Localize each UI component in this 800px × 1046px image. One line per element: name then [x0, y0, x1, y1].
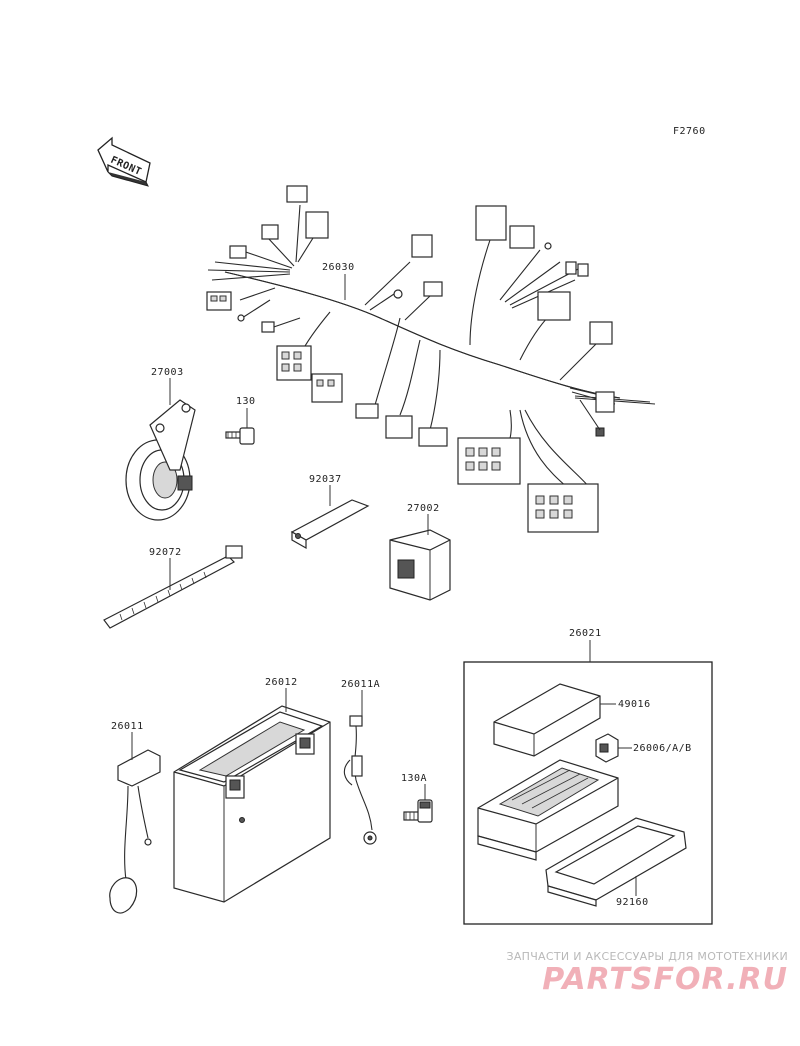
figure-code: F2760 [673, 126, 706, 137]
callout-27002: 27002 [407, 503, 440, 514]
callout-26006: 26006/A/B [633, 743, 692, 754]
watermark: ЗАПЧАСТИ И АКСЕССУАРЫ ДЛЯ МОТОТЕХНИКИ PA… [506, 950, 788, 997]
wiring-harness-26030 [206, 185, 656, 533]
fuse-box-group-frame [463, 661, 713, 925]
callout-49016: 49016 [618, 699, 651, 710]
callout-27003: 27003 [151, 367, 184, 378]
callout-26021: 26021 [569, 628, 602, 639]
terminal-boot-26011 [109, 749, 161, 914]
callout-92037: 92037 [309, 474, 342, 485]
callout-26011: 26011 [111, 721, 144, 732]
callout-26011A: 26011A [341, 679, 380, 690]
bolt-130A [403, 799, 433, 823]
relay-27002 [389, 529, 451, 601]
battery-cable-26011A [343, 715, 377, 845]
plate-92037 [290, 499, 370, 550]
watermark-tagline: ЗАПЧАСТИ И АКСЕССУАРЫ ДЛЯ МОТОТЕХНИКИ [506, 950, 788, 963]
battery-26012 [173, 705, 331, 903]
callout-130: 130 [236, 396, 256, 407]
callout-130A: 130A [401, 773, 427, 784]
callout-26012: 26012 [265, 677, 298, 688]
horn-27003 [125, 399, 196, 521]
front-arrow-icon: FRONT [97, 136, 151, 187]
fuse-box-tray-92160 [545, 817, 687, 907]
fuse-box-cover-49016 [493, 683, 601, 757]
watermark-logo: PARTSFOR.RU [542, 962, 788, 997]
callout-26030: 26030 [322, 262, 355, 273]
callout-92160: 92160 [616, 897, 649, 908]
cable-tie-92072 [103, 545, 243, 629]
callout-92072: 92072 [149, 547, 182, 558]
fuse-26006 [595, 733, 619, 763]
bolt-130 [225, 427, 255, 445]
fuse-box-body [477, 759, 619, 861]
